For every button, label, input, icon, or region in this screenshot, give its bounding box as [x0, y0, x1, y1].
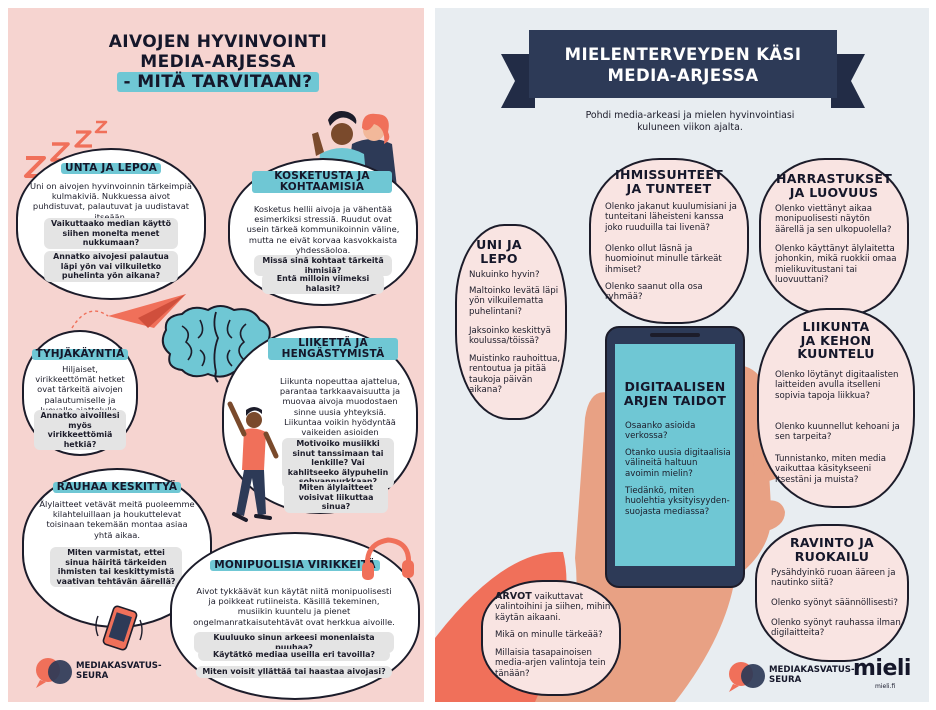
- intro-text: Pohdi media-arkeasi ja mielen hyvinvoint…: [585, 110, 795, 133]
- question-touch-1: Missä sinä kohtaat tärkeitä ihmisiä?: [254, 255, 392, 277]
- dancer-illustration-icon: [227, 401, 279, 522]
- title-line-3: - MITÄ TARVITAAN?: [68, 72, 368, 92]
- question-touch-2: Entä milloin viimeksi halasit?: [262, 273, 384, 295]
- speech-bubbles-logo-right-icon: [729, 662, 765, 692]
- phone-heading: DIGITAALISEN ARJEN TAIDOT: [623, 379, 727, 408]
- question-right-nutrition-2: Olenko syönyt säännöllisesti?: [771, 598, 898, 608]
- question-right-values-2: Millaisia tasapainoisen media-arjen vali…: [495, 648, 606, 679]
- question-right-sleep-3: Jaksoinko keskittyä koulussa/töissä?: [469, 326, 551, 347]
- question-right-relations-2: Olenko ollut läsnä ja huomioinut minulle…: [605, 244, 722, 275]
- bubble-right-nutrition: [755, 524, 909, 662]
- bubble-right-sleep: [455, 224, 567, 420]
- heading-right-sleep: UNI JA LEPO: [476, 237, 522, 266]
- heading-move: LIIKETTÄ JA HENGÄSTYMISTÄ: [268, 338, 398, 360]
- question-right-exercise-1: Olenko löytänyt digitaalisten laitteiden…: [775, 370, 899, 401]
- question-right-values-1: Mikä on minulle tärkeää?: [495, 630, 603, 640]
- title-right-line-2: MEDIA-ARJESSA: [607, 66, 759, 85]
- bubble-right-hobbies: [759, 158, 909, 316]
- heading-sleep: UNTA JA LEPOA: [16, 163, 206, 174]
- heading-right-exercise: LIIKUNTA JA KEHON KUUNTELU: [797, 319, 875, 361]
- question-variety-3: Miten voisit yllättää tai haastaa aivoja…: [196, 666, 392, 678]
- question-right-exercise-3: Tunnistanko, miten media vaikuttaa käsit…: [775, 454, 886, 485]
- paper-plane-icon: [71, 294, 186, 329]
- bubble-right-exercise: [757, 308, 915, 508]
- poster-brain-wellbeing: AIVOJEN HYVINVOINTI MEDIA-ARJESSA - MITÄ…: [8, 8, 424, 702]
- heading-idle: TYHJÄKÄYNTIÄ: [22, 349, 138, 360]
- question-variety-2: Käytätkö mediaa useilla eri tavoilla?: [198, 649, 390, 661]
- question-move-1: Motivoiko musiikki sinut tanssimaan tai …: [282, 438, 394, 488]
- question-right-hobbies-2: Olenko käyttänyt älylaitetta johonkin, m…: [775, 244, 897, 286]
- heading-focus: RAUHAA KESKITTYÄ: [22, 482, 212, 493]
- phone-question-2: Otanko uusia digitaalisia välineitä halt…: [625, 448, 731, 479]
- title-line-2: MEDIA-ARJESSA: [140, 52, 296, 72]
- question-right-hobbies-1: Olenko viettänyt aikaa monipuolisesti nä…: [775, 204, 892, 235]
- bubble-right-relations: [589, 158, 749, 324]
- logo-line-2: SEURA: [76, 670, 109, 681]
- mieli-logo: mieli: [853, 656, 911, 681]
- logo-line-1: MEDIAKASVATUS-: [76, 661, 162, 671]
- poster-mental-health-hand: MIELENTERVEYDEN KÄSI MEDIA-ARJESSA Pohdi…: [435, 8, 929, 702]
- values-lead: ARVOT vaikuttavat valintoihini ja siihen…: [495, 591, 611, 623]
- headphones-icon: [362, 537, 414, 580]
- ribbon-icon: [501, 30, 865, 108]
- question-variety-1: Kuuluuko sinun arkeesi monenlaista puuha…: [194, 632, 394, 654]
- heading-touch: KOSKETUSTA JA KOHTAAMISIA: [252, 171, 392, 193]
- question-right-sleep-1: Nukuinko hyvin?: [469, 270, 540, 280]
- title-line-1: AIVOJEN HYVINVOINTI: [108, 32, 328, 52]
- logo-text: MEDIAKASVATUS- SEURA: [76, 661, 162, 681]
- poster-title: AIVOJEN HYVINVOINTI MEDIA-ARJESSA - MITÄ…: [68, 32, 368, 92]
- question-right-nutrition-3: Olenko syönyt rauhassa ilman digilaittei…: [771, 618, 901, 639]
- mieli-url: mieli.fi: [875, 683, 896, 690]
- phone-speaker: [650, 333, 700, 337]
- text-touch: Kosketus hellii aivoja ja vähentää esime…: [246, 204, 400, 255]
- poster-title-right: MIELENTERVEYDEN KÄSI MEDIA-ARJESSA: [531, 44, 835, 86]
- phone-question-3: Tiedänkö, miten huolehtia yksityisyyden-…: [625, 486, 730, 517]
- question-right-sleep-2: Maltoinko levätä läpi yön vilkuilematta …: [469, 286, 559, 317]
- logo-text-right: MEDIAKASVATUS- SEURA: [769, 665, 855, 685]
- question-sleep-1: Vaikuttaako median käyttö siihen monelta…: [44, 218, 178, 249]
- question-idle-1: Annatko aivoillesi myös virikkeettömiä h…: [34, 410, 126, 451]
- heading-variety: MONIPUOLISIA VIRIKKEITÄ: [178, 560, 412, 571]
- text-move: Liikunta nopeuttaa ajattelua, parantaa t…: [279, 376, 401, 447]
- heading-right-relations: IHMISSUHTEET JA TUNTEET: [615, 167, 723, 196]
- title-right-line-1: MIELENTERVEYDEN KÄSI: [564, 45, 802, 64]
- text-sleep: Uni on aivojen hyvinvoinnin tärkeimpiä k…: [30, 181, 192, 222]
- question-sleep-2: Annatko aivojesi palautua läpi yön vai v…: [44, 251, 178, 282]
- phone-screen: [615, 344, 735, 566]
- bubble-right-values: [481, 580, 621, 696]
- question-right-nutrition-1: Pysähdyinkö ruoan ääreen ja nautinko sii…: [771, 568, 896, 589]
- text-focus: Älylaitteet vetävät meitä puoleemme kila…: [39, 499, 195, 540]
- heading-right-hobbies: HARRASTUKSET JA LUOVUUS: [775, 171, 893, 200]
- question-right-sleep-4: Muistinko rauhoittua, rentoutua ja pitää…: [469, 354, 561, 396]
- question-right-relations-1: Olenko jakanut kuulumisiani ja tunteitan…: [605, 202, 737, 233]
- text-variety: Aivot tykkäävät kun käytät niitä monipuo…: [193, 586, 395, 627]
- phone-icon: [95, 605, 143, 651]
- question-right-exercise-2: Olenko kuunnellut kehoani ja sen tarpeit…: [775, 422, 900, 443]
- heading-right-nutrition: RAVINTO JA RUOKAILU: [789, 535, 875, 564]
- question-focus-1: Miten varmistat, ettei sinua häiritä tär…: [50, 547, 182, 588]
- phone-question-1: Osaanko asioida verkossa?: [625, 421, 696, 442]
- question-move-2: Miten älylaitteet voisivat liikuttaa sin…: [284, 482, 388, 513]
- speech-bubbles-logo-icon: [36, 658, 72, 688]
- question-right-relations-3: Olenko saanut olla osa ryhmää?: [605, 282, 703, 303]
- text-idle: Hiljaiset, virikkeettömät hetket ovat tä…: [35, 364, 125, 415]
